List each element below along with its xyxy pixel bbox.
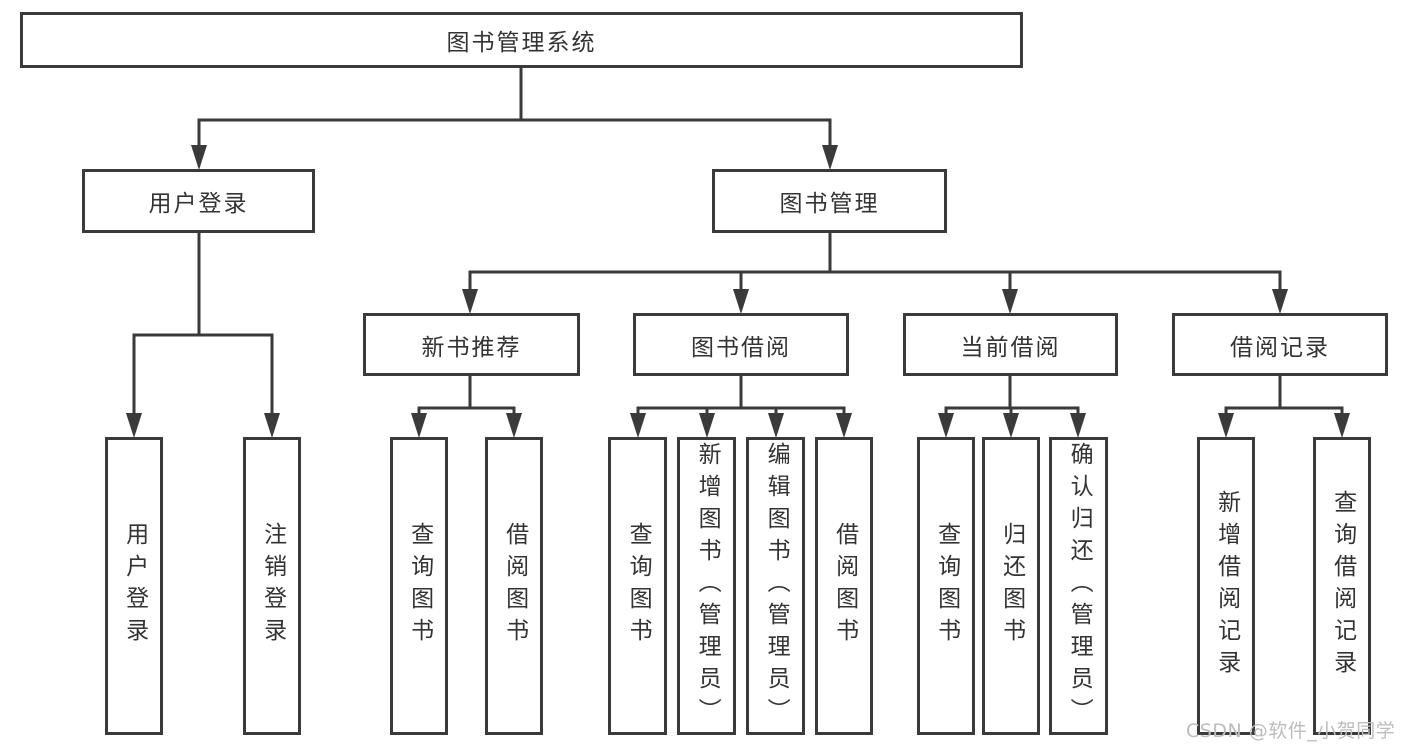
node-user-login: 用户登录 — [82, 169, 315, 233]
csdn-watermark: CSDN @软件_小贺同学 — [1186, 720, 1396, 742]
leaf-current-query-book: 查询图书 — [917, 437, 975, 735]
node-book-borrow: 图书借阅 — [633, 313, 849, 376]
leaf-logout-login: 注销登录 — [243, 437, 301, 735]
leaf-confirm-return-admin: 确认归还（管理员） — [1049, 437, 1108, 735]
leaf-edit-book-admin: 编辑图书（管理员） — [746, 437, 805, 735]
leaf-query-borrow-record: 查询借阅记录 — [1313, 437, 1371, 735]
leaf-add-book-admin: 新增图书（管理员） — [677, 437, 736, 735]
leaf-borrow-query-book: 查询图书 — [608, 437, 667, 735]
node-root-system: 图书管理系统 — [20, 12, 1023, 68]
leaf-return-book: 归还图书 — [982, 437, 1040, 735]
node-book-management: 图书管理 — [712, 169, 947, 233]
leaf-recommend-query-book: 查询图书 — [390, 437, 448, 735]
node-borrow-record: 借阅记录 — [1172, 313, 1388, 376]
leaf-add-borrow-record: 新增借阅记录 — [1197, 437, 1255, 735]
leaf-user-login: 用户登录 — [105, 437, 163, 735]
leaf-recommend-borrow-book: 借阅图书 — [485, 437, 543, 735]
arrowheads — [126, 145, 1350, 438]
node-new-book-recommend: 新书推荐 — [363, 313, 580, 376]
leaf-borrow-book: 借阅图书 — [815, 437, 873, 735]
node-current-borrow: 当前借阅 — [903, 313, 1118, 376]
